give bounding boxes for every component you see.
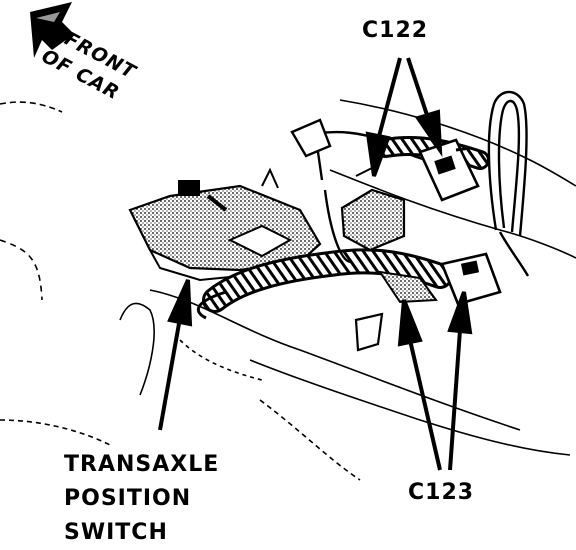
switch-label-line3: SWITCH	[64, 520, 168, 545]
c123-label: C123	[408, 480, 475, 505]
transaxle-wiring-diagram	[0, 2, 576, 481]
relay-bracket	[340, 167, 406, 252]
front-direction-arrow	[30, 2, 74, 58]
switch-label-line1: TRANSAXLE	[64, 452, 220, 477]
c123-connector	[354, 252, 502, 352]
switch-label-line2: POSITION	[64, 486, 192, 511]
transaxle-position-switch-label: TRANSAXLE POSITION SWITCH	[64, 448, 219, 550]
c122-label: C122	[362, 18, 429, 43]
c123-pointer-arrows	[397, 291, 473, 471]
c122-connector	[418, 138, 480, 202]
transaxle-position-switch-housing	[128, 167, 322, 282]
c122-pointer-arrows	[365, 57, 443, 177]
switch-pointer-arrow	[158, 279, 193, 431]
wiring-harness-conduit	[196, 248, 453, 320]
harness-loop	[487, 90, 530, 277]
